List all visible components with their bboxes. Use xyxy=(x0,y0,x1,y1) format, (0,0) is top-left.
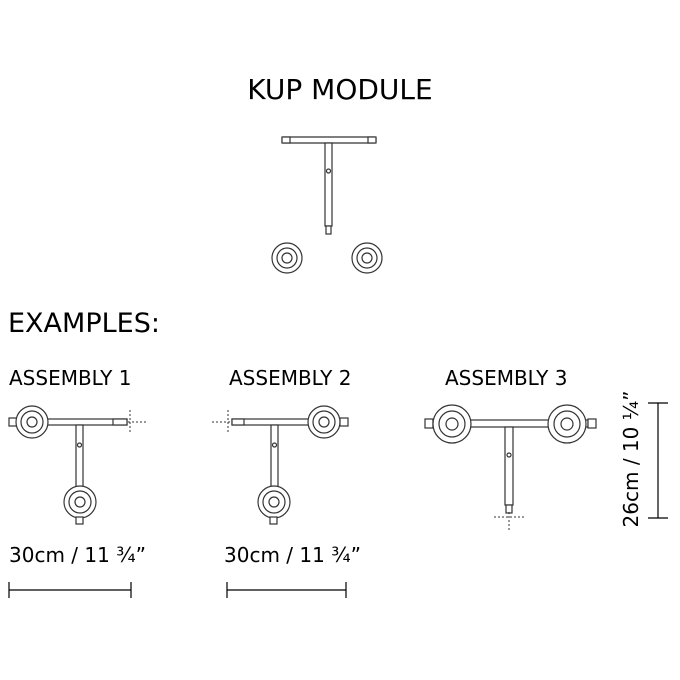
assembly-2-width-line xyxy=(226,582,347,598)
assembly-1-label: ASSEMBLY 1 xyxy=(9,366,132,390)
diagram-title: KUP MODULE xyxy=(247,73,433,106)
assembly-2-disc-right xyxy=(307,405,341,439)
assembly-3-disc-left xyxy=(432,404,472,444)
examples-heading: EXAMPLES: xyxy=(8,308,160,339)
assembly-2-disc-bottom xyxy=(257,485,291,519)
assembly-3-label: ASSEMBLY 3 xyxy=(445,366,568,390)
assembly-1-disc-left xyxy=(15,405,49,439)
module-disc-left xyxy=(271,242,303,274)
assembly-3-disc-right xyxy=(547,404,587,444)
assembly-3-height-line xyxy=(648,402,668,519)
assembly-2-label: ASSEMBLY 2 xyxy=(229,366,352,390)
module-disc-right xyxy=(351,242,383,274)
module-stem xyxy=(324,142,333,235)
kup-module-drawing xyxy=(271,136,383,274)
assembly-1-width-dimension: 30cm / 11 ¾” xyxy=(9,543,146,567)
assembly-1-disc-bottom xyxy=(63,485,97,519)
module-crossbar xyxy=(281,136,377,144)
assembly-3-drawing xyxy=(424,404,597,530)
assembly-2-width-dimension: 30cm / 11 ¾” xyxy=(224,543,361,567)
assembly-2-drawing xyxy=(212,405,349,525)
assembly-1-drawing xyxy=(8,405,146,525)
assembly-1-width-line xyxy=(8,582,132,598)
